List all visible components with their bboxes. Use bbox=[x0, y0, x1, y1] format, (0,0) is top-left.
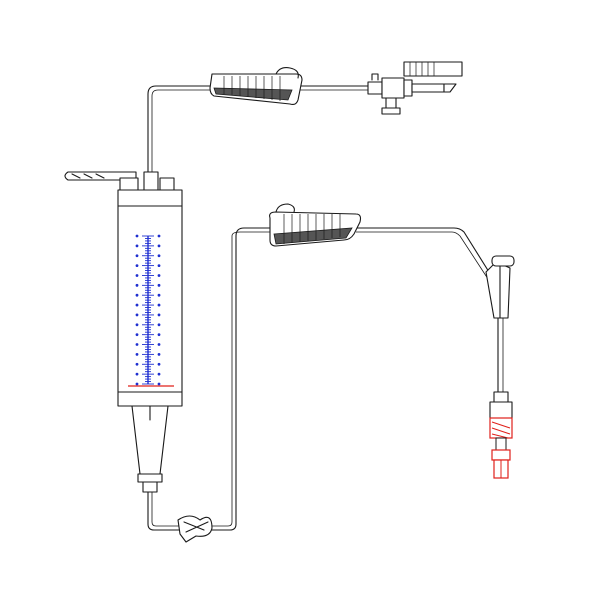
y-site bbox=[485, 255, 515, 319]
scale-mark-left bbox=[135, 362, 139, 366]
scale-mark-left bbox=[135, 303, 139, 307]
tubing-inlet-line bbox=[147, 85, 213, 173]
roller-clamp-middle bbox=[269, 203, 362, 247]
drip-chamber bbox=[131, 405, 169, 493]
roller-clamp-top bbox=[209, 67, 303, 106]
scale-mark-right bbox=[157, 343, 161, 346]
scale-mark-right bbox=[157, 234, 161, 238]
scale-mark-left bbox=[135, 382, 139, 386]
tubing-loop-up-inner bbox=[210, 231, 270, 527]
tubing-to-ysite bbox=[355, 227, 495, 281]
scale-mark-right bbox=[157, 283, 161, 287]
scale-mark-left bbox=[135, 323, 139, 327]
scale-mark-right bbox=[157, 353, 161, 356]
scale-mark-left bbox=[135, 333, 139, 337]
scale-mark-right bbox=[157, 372, 161, 376]
scale-mark-right bbox=[157, 293, 161, 297]
scale-mark-right bbox=[157, 333, 161, 337]
scale-mark-right bbox=[157, 303, 161, 307]
scale-mark-left bbox=[135, 254, 139, 258]
spike-assembly bbox=[367, 61, 463, 115]
scale-mark-left bbox=[135, 353, 139, 356]
tubing-to-ysite-inner bbox=[356, 231, 491, 283]
scale-mark-right bbox=[157, 244, 161, 248]
scale-mark-left bbox=[135, 283, 139, 287]
scale-mark-left bbox=[135, 293, 139, 297]
tubing-outlet-line-inner bbox=[151, 492, 180, 527]
slide-clamp bbox=[177, 515, 213, 543]
scale-mark-right bbox=[157, 382, 161, 386]
scale-mark-left bbox=[135, 274, 139, 277]
burette-chamber bbox=[64, 171, 183, 407]
luer-connector bbox=[489, 391, 513, 479]
scale-mark-left bbox=[135, 343, 139, 346]
tubing-outlet-line bbox=[147, 491, 181, 531]
scale-mark-right bbox=[157, 274, 161, 277]
scale-mark-right bbox=[157, 254, 161, 258]
scale-mark-right bbox=[157, 313, 161, 317]
scale-mark-right bbox=[157, 264, 161, 267]
scale-mark-left bbox=[135, 244, 139, 248]
tubing bbox=[147, 85, 504, 531]
scale-mark-left bbox=[135, 313, 139, 317]
tubing-inlet-line-inner bbox=[151, 89, 212, 172]
burette-scale bbox=[135, 234, 161, 386]
scale-mark-right bbox=[157, 323, 161, 327]
scale-mark-left bbox=[135, 234, 139, 238]
scale-mark-left bbox=[135, 372, 139, 376]
tubing-loop-up bbox=[209, 227, 271, 531]
scale-mark-right bbox=[157, 362, 161, 366]
scale-mark-left bbox=[135, 264, 139, 267]
